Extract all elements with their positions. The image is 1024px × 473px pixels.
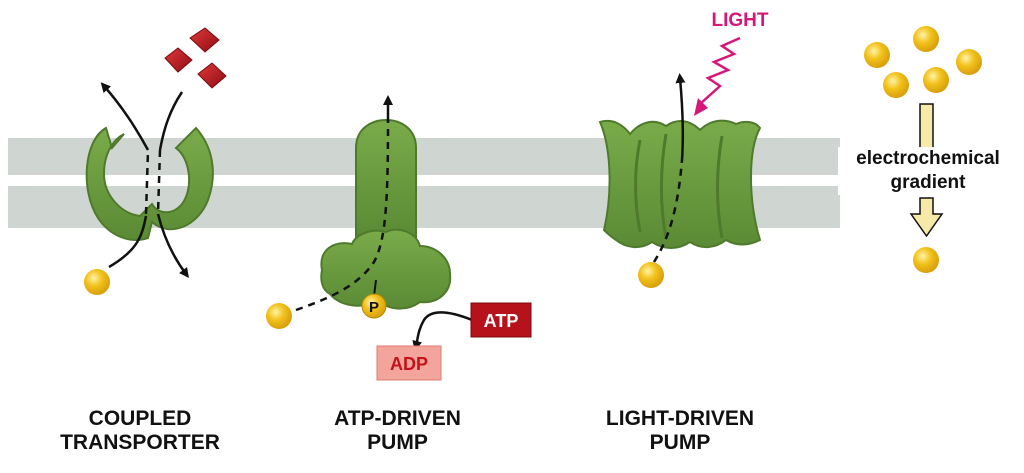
gradient-arrow-shaft-top bbox=[920, 104, 933, 150]
coupled-solute-ball bbox=[84, 269, 110, 295]
caption-coupled-transporter: COUPLED TRANSPORTER bbox=[40, 407, 240, 455]
caption-atp-line-2: PUMP bbox=[305, 431, 490, 455]
light-label: LIGHT bbox=[712, 10, 769, 31]
light-driven-pump: LIGHT bbox=[600, 10, 769, 288]
atp-label: ATP bbox=[484, 311, 519, 331]
caption-atp-line-1: ATP-DRIVEN bbox=[305, 407, 490, 431]
caption-light-line-2: PUMP bbox=[580, 431, 780, 455]
gradient-label: electrochemical gradient bbox=[838, 147, 1018, 195]
red-cube-3 bbox=[198, 63, 226, 88]
gradient-arrow-shaft-bottom bbox=[911, 198, 942, 236]
gradient-ball-2 bbox=[913, 26, 939, 52]
gradient-label-line-2: gradient bbox=[838, 171, 1018, 195]
light-arrow-head bbox=[694, 98, 708, 116]
caption-light-line-1: LIGHT-DRIVEN bbox=[580, 407, 780, 431]
coupled-cosolute-cubes bbox=[165, 28, 226, 88]
caption-coupled-line-2: TRANSPORTER bbox=[40, 431, 240, 455]
atp-to-adp-arrow bbox=[416, 312, 472, 346]
caption-light-driven-pump: LIGHT-DRIVEN PUMP bbox=[580, 407, 780, 455]
atp-pump-atpase-domain bbox=[321, 230, 450, 309]
light-zigzag-arrow bbox=[700, 38, 740, 104]
red-cube-2 bbox=[190, 28, 219, 52]
phosphate-label: P bbox=[369, 299, 379, 316]
caption-atp-driven-pump: ATP-DRIVEN PUMP bbox=[305, 407, 490, 455]
gradient-ball-1 bbox=[864, 42, 890, 68]
adp-label: ADP bbox=[390, 354, 428, 374]
caption-coupled-line-1: COUPLED bbox=[40, 407, 240, 431]
light-pump-solute-ball bbox=[638, 262, 664, 288]
atp-pump-solute-ball bbox=[266, 303, 292, 329]
gradient-ball-5 bbox=[923, 67, 949, 93]
gradient-label-line-1: electrochemical bbox=[838, 147, 1018, 171]
gradient-ball-bottom bbox=[913, 247, 939, 273]
red-cube-1 bbox=[165, 48, 192, 72]
gradient-ball-4 bbox=[883, 72, 909, 98]
gradient-ball-3 bbox=[956, 49, 982, 75]
